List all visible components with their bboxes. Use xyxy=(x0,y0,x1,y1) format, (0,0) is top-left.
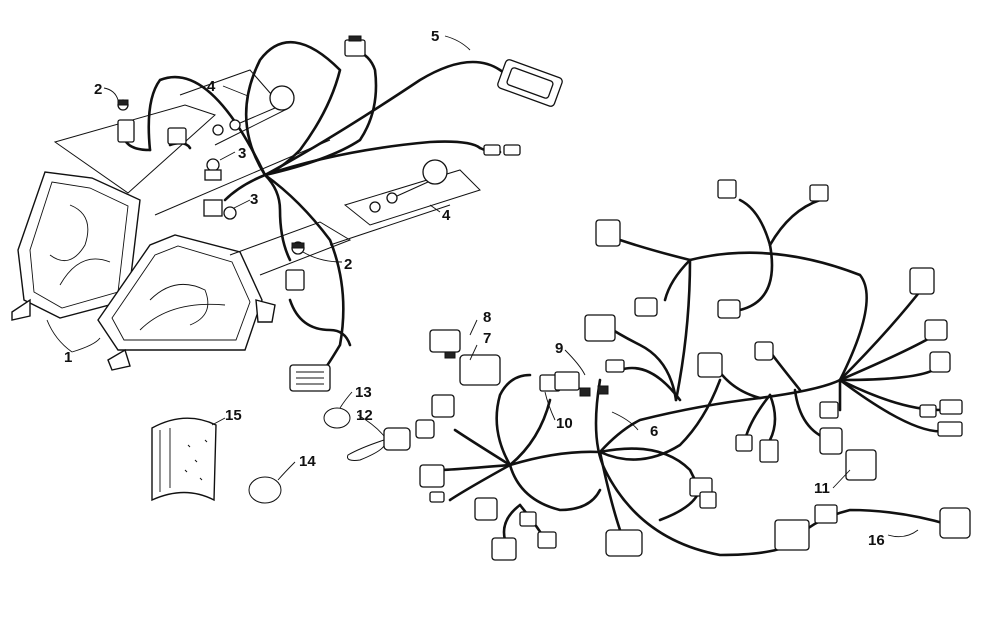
callout-14: 14 xyxy=(299,453,316,470)
callout-labels: 1 2 2 3 3 4 4 5 6 7 8 9 10 11 12 13 14 1… xyxy=(64,28,885,549)
main-harness xyxy=(438,198,952,557)
harness-connectors-upper xyxy=(117,35,563,392)
adjuster-parts xyxy=(212,85,448,213)
main-harness-connectors xyxy=(415,179,971,561)
callout-3-bottom: 3 xyxy=(250,191,258,208)
callout-4-top: 4 xyxy=(207,78,216,95)
callout-15: 15 xyxy=(225,407,242,424)
callout-3-top: 3 xyxy=(238,145,246,162)
callout-7: 7 xyxy=(483,330,491,347)
callout-2-bottom: 2 xyxy=(344,256,352,273)
socket-parts xyxy=(117,99,305,255)
headlight-left xyxy=(11,171,141,321)
callout-2-top: 2 xyxy=(94,81,102,98)
loose-parts xyxy=(151,407,411,504)
callout-5: 5 xyxy=(431,28,439,45)
callout-13: 13 xyxy=(355,384,372,401)
bulb-parts xyxy=(203,158,237,220)
leader-lines xyxy=(46,35,919,538)
callout-1: 1 xyxy=(64,349,72,366)
callout-4-bottom: 4 xyxy=(442,207,451,224)
callout-11: 11 xyxy=(814,480,830,497)
callout-8: 8 xyxy=(483,309,491,326)
callout-10: 10 xyxy=(556,415,573,432)
headlight-right xyxy=(97,234,276,371)
callout-16: 16 xyxy=(868,532,885,549)
callout-6: 6 xyxy=(650,423,658,440)
callout-9: 9 xyxy=(555,340,563,357)
callout-12: 12 xyxy=(356,407,373,424)
